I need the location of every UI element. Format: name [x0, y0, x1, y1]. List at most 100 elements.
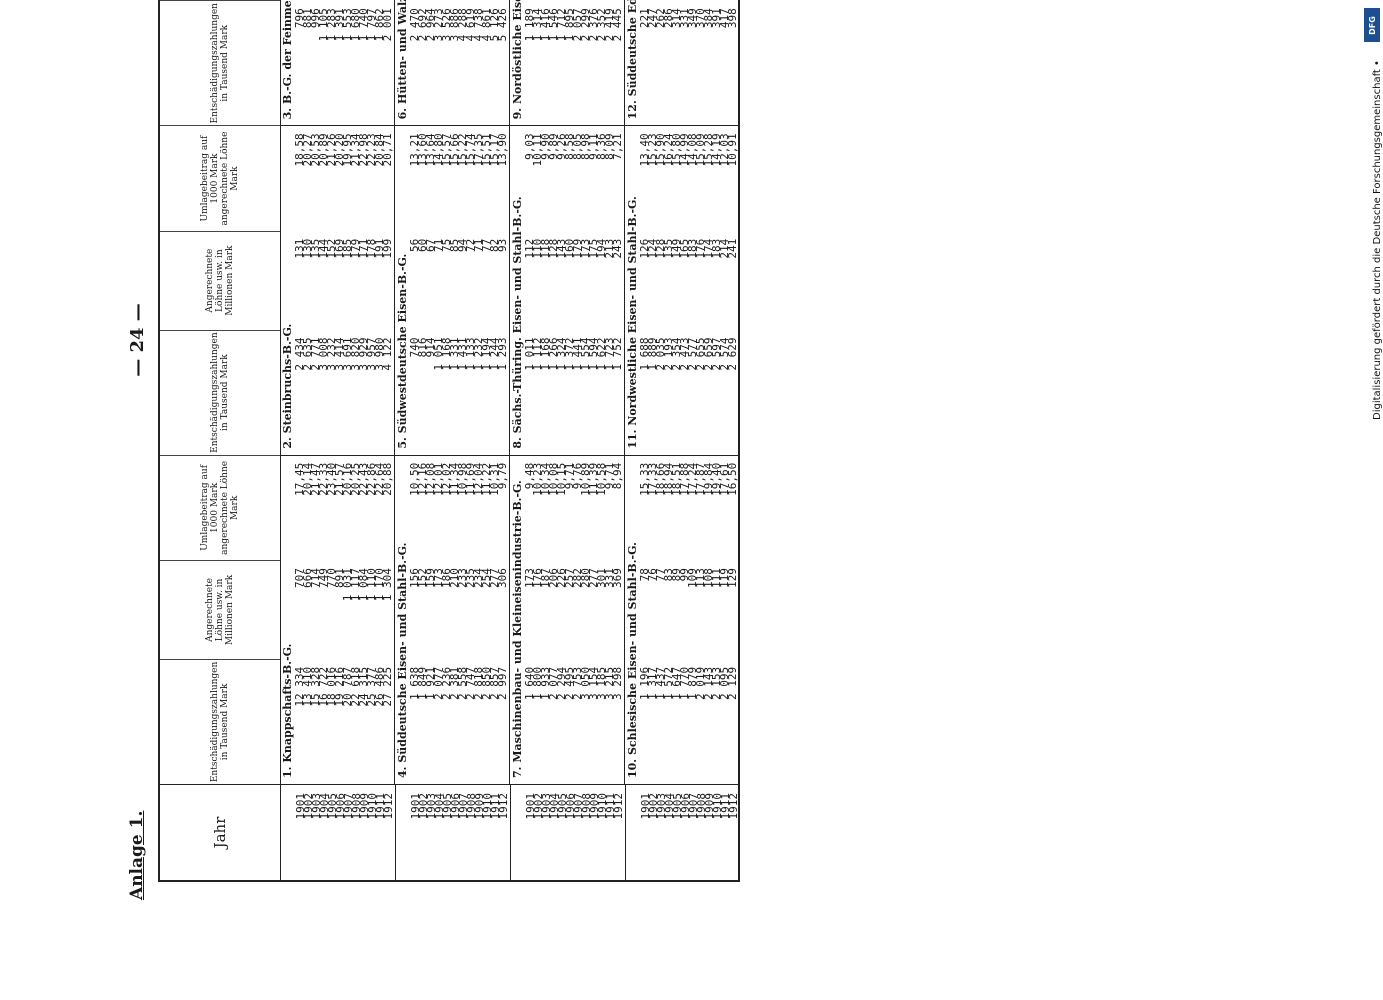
header-levy: Umlagebeitrag auf 1000 Mark angerechnete… — [160, 125, 280, 231]
cell-wages: 129 — [726, 568, 739, 588]
cell-payments: 2 997 — [496, 666, 509, 700]
cell-wages: 85 — [448, 238, 461, 252]
dfg-logo: DFG — [1364, 8, 1380, 42]
group-block: 11. Nordwestliche Eisen- und Stahl-B.-G.… — [625, 125, 740, 455]
cell-wages: 71 — [472, 238, 485, 252]
cell-wages: 83 — [662, 568, 675, 582]
group-rows: 2 47016614,882 69216516,322 96417417,033… — [408, 0, 509, 125]
cell-wages: 77 — [654, 568, 667, 582]
year-header: Jahr — [160, 785, 281, 880]
group-block: 3. B.-G. der Feinmechanik und Elektrotec… — [280, 0, 395, 126]
group-block: 7. Maschinenbau- und Kleineisenindustrie… — [510, 454, 625, 784]
table-row: 2 44518113,51 — [611, 0, 624, 125]
cell-wages: 199 — [381, 238, 394, 259]
year-cell: 1912 — [727, 793, 740, 820]
cell-payments: 2 129 — [726, 666, 739, 700]
cell-wages: 1 304 — [381, 568, 394, 602]
group-block: 9. Nordöstliche Eisen- und Stahl-B.-G.1 … — [510, 0, 625, 126]
cell-levy: 7,21 — [611, 133, 624, 160]
cell-payments: 2 445 — [611, 8, 624, 42]
cell-wages: 241 — [726, 238, 739, 259]
cell-wages: 60 — [416, 238, 429, 252]
group-block: 8. Sächs.-Thüring. Eisen- und Stahl-B.-G… — [510, 125, 625, 455]
cell-wages: 243 — [611, 238, 624, 259]
cell-levy: 13,90 — [496, 133, 509, 167]
cell-wages: 94 — [456, 238, 469, 252]
group-title: 7. Maschinenbau- und Kleineisenindustrie… — [511, 480, 524, 778]
group-title: 2. Steinbruchs-B.-G. — [281, 323, 294, 449]
cell-wages: 82 — [488, 238, 501, 252]
header-payments: Entschädigungszahlungen in Tausend Mark — [160, 658, 280, 784]
cell-wages: 71 — [432, 238, 445, 252]
cell-wages: 93 — [496, 238, 509, 252]
cell-wages: 76 — [646, 568, 659, 582]
cell-payments: 2 001 — [381, 8, 394, 42]
cell-levy: 8,94 — [611, 462, 624, 490]
group-block: 4. Süddeutsche Eisen- und Stahl-B.-G.1 6… — [395, 454, 510, 784]
